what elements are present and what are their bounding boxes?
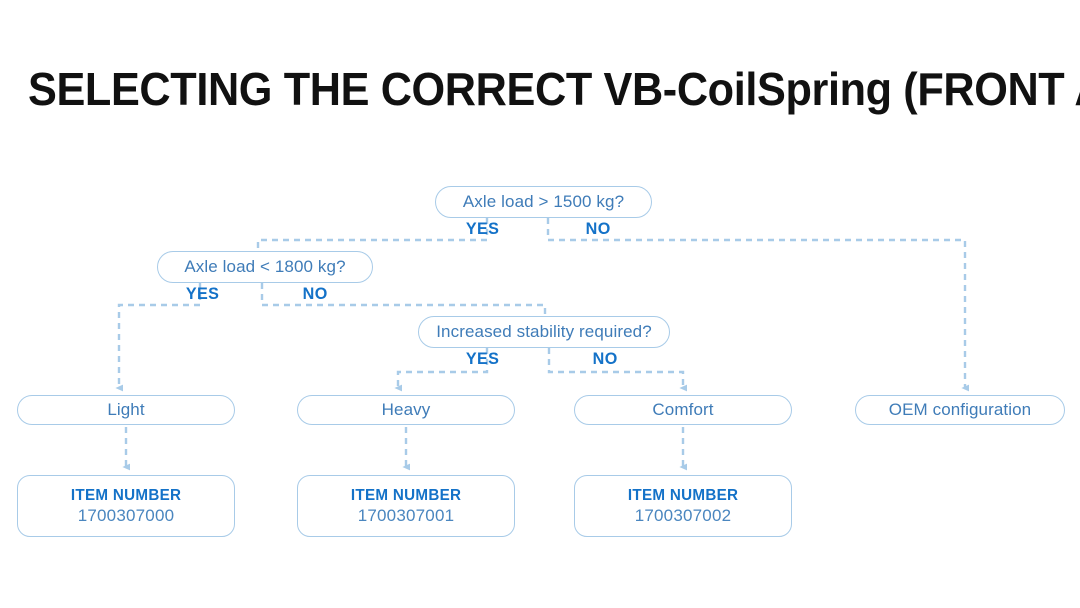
decision-label: Axle load < 1800 kg? (184, 257, 346, 276)
branch-label-d3-yes: YES (465, 349, 500, 368)
item-number-box-comfort[interactable]: ITEM NUMBER 1700307002 (574, 475, 792, 537)
item-number-title: ITEM NUMBER (70, 486, 182, 504)
item-number-title: ITEM NUMBER (350, 486, 462, 504)
item-number-value: 1700307002 (634, 505, 732, 525)
item-number-value: 1700307000 (77, 505, 175, 525)
result-light[interactable]: Light (17, 395, 235, 425)
result-label: Comfort (652, 400, 714, 419)
page-title: SELECTING THE CORRECT VB-CoilSpring (FRO… (28, 63, 1080, 115)
item-number-value: 1700307001 (357, 505, 455, 525)
branch-label-d2-no: NO (302, 284, 328, 303)
decision-label: Axle load > 1500 kg? (462, 192, 625, 211)
result-label: Light (107, 400, 145, 419)
branch-label-d3-no: NO (592, 349, 618, 368)
decision-axle-load-1500[interactable]: Axle load > 1500 kg? (435, 186, 652, 218)
result-oem-configuration[interactable]: OEM configuration (855, 395, 1065, 425)
item-number-title: ITEM NUMBER (627, 486, 739, 504)
branch-label-d1-no: NO (585, 219, 611, 238)
edge-d1-yes (256, 218, 489, 250)
decision-label: Increased stability required? (436, 322, 652, 341)
branch-label-d2-yes: YES (185, 284, 220, 303)
result-label: Heavy (381, 400, 431, 419)
item-number-box-light[interactable]: ITEM NUMBER 1700307000 (17, 475, 235, 537)
result-label: OEM configuration (888, 400, 1032, 419)
branch-label-d1-yes: YES (465, 219, 500, 238)
decision-increased-stability[interactable]: Increased stability required? (418, 316, 670, 348)
item-number-box-heavy[interactable]: ITEM NUMBER 1700307001 (297, 475, 515, 537)
result-heavy[interactable]: Heavy (297, 395, 515, 425)
decision-axle-load-1800[interactable]: Axle load < 1800 kg? (157, 251, 373, 283)
result-comfort[interactable]: Comfort (574, 395, 792, 425)
